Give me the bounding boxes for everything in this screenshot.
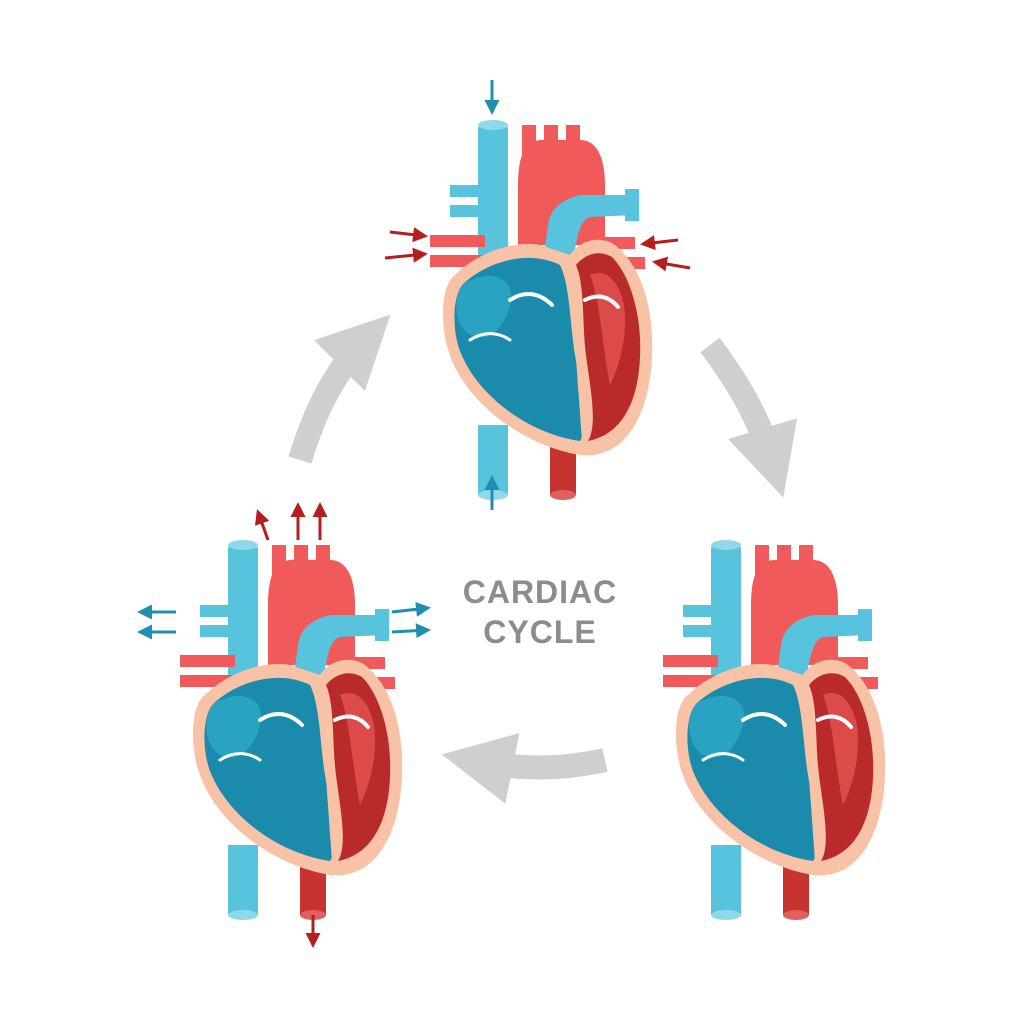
flow-arrows-top [384, 80, 691, 510]
title-line-1: CARDIAC [462, 574, 618, 610]
title-line-2: CYCLE [483, 614, 597, 650]
flow-arrows-left [137, 502, 431, 948]
heart-top [430, 120, 652, 500]
heart-right [663, 540, 885, 920]
heart-left [180, 540, 402, 920]
cycle-arrow-left-to-top [288, 314, 391, 464]
cycle-arrows [288, 314, 798, 804]
diagram-title: CARDIAC CYCLE [432, 572, 648, 652]
cycle-arrow-right-to-left [441, 733, 608, 804]
cycle-arrow-top-to-right [700, 337, 798, 498]
